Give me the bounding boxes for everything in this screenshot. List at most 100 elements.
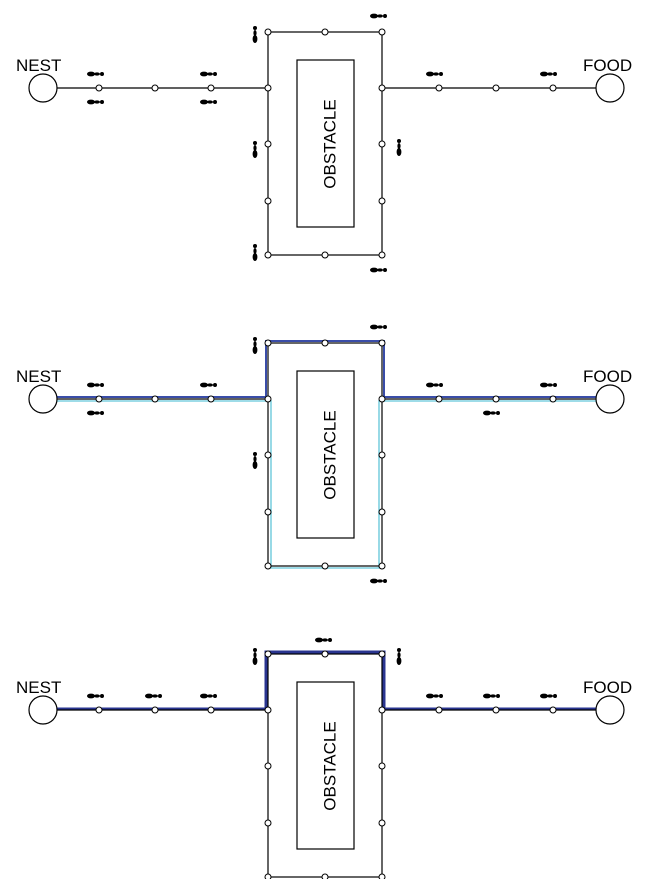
- path-node: [208, 396, 214, 402]
- obstacle-label: OBSTACLE: [320, 410, 339, 499]
- obstacle-label: OBSTACLE: [320, 99, 339, 188]
- path-node: [322, 252, 328, 258]
- path-node: [322, 874, 328, 879]
- ant-icon: [87, 377, 107, 393]
- nest-label: NEST: [16, 678, 61, 697]
- ant-icon: [87, 405, 107, 421]
- path-node: [265, 563, 271, 569]
- path-node: [379, 340, 385, 346]
- ant-icon: [370, 8, 390, 24]
- path-node: [379, 141, 385, 147]
- path-node: [208, 707, 214, 713]
- ant-icon: [200, 688, 220, 704]
- path-node: [265, 198, 271, 204]
- path-node: [265, 85, 271, 91]
- ant-icon: [87, 66, 107, 82]
- path-node: [379, 85, 385, 91]
- path-node: [550, 396, 556, 402]
- path-node: [265, 651, 271, 657]
- ant-icon: [540, 377, 560, 393]
- food-label: FOOD: [583, 367, 632, 386]
- nest-node: [29, 696, 57, 724]
- path-node: [493, 85, 499, 91]
- path-node: [322, 340, 328, 346]
- food-node: [596, 74, 624, 102]
- food-label: FOOD: [583, 678, 632, 697]
- path-node: [265, 141, 271, 147]
- path-node: [96, 707, 102, 713]
- ant-icon: [200, 94, 220, 110]
- path-node: [436, 707, 442, 713]
- path-node: [322, 651, 328, 657]
- ant-icon: [247, 449, 263, 469]
- ant-icon: [247, 241, 263, 261]
- path-node: [265, 874, 271, 879]
- ant-icon: [87, 94, 107, 110]
- ant-icon: [247, 645, 263, 665]
- path-node: [265, 509, 271, 515]
- path-node: [265, 763, 271, 769]
- panel-converged: OBSTACLE NEST FOOD: [16, 632, 632, 879]
- food-node: [596, 385, 624, 413]
- path-node: [379, 707, 385, 713]
- nest-node: [29, 74, 57, 102]
- ant-icon: [540, 66, 560, 82]
- path-node: [265, 820, 271, 826]
- path-node: [265, 340, 271, 346]
- ant-icon: [426, 66, 446, 82]
- ant-icon: [391, 136, 407, 156]
- ant-icon: [370, 573, 390, 589]
- path-node: [379, 198, 385, 204]
- path-node: [493, 396, 499, 402]
- nest-node: [29, 385, 57, 413]
- path-node: [379, 452, 385, 458]
- path-node: [436, 85, 442, 91]
- path-node: [152, 396, 158, 402]
- panel-intermediate: OBSTACLE NEST FOOD: [16, 319, 632, 589]
- ant-icon: [540, 688, 560, 704]
- ant-icon: [315, 632, 335, 648]
- path-node: [379, 820, 385, 826]
- ant-icon: [426, 377, 446, 393]
- ant-icon: [483, 688, 503, 704]
- ant-icon: [391, 645, 407, 665]
- path-node: [265, 452, 271, 458]
- path-node: [379, 396, 385, 402]
- path-node: [322, 29, 328, 35]
- ant-icon: [483, 405, 503, 421]
- obstacle-label: OBSTACLE: [320, 721, 339, 810]
- path-node: [265, 252, 271, 258]
- path-node: [152, 85, 158, 91]
- ant-icon: [370, 262, 390, 278]
- ant-icon: [200, 66, 220, 82]
- path-node: [265, 707, 271, 713]
- ant-icon: [247, 334, 263, 354]
- ant-icon: [247, 138, 263, 158]
- path-node: [379, 651, 385, 657]
- path-node: [152, 707, 158, 713]
- ant-icon: [426, 688, 446, 704]
- food-node: [596, 696, 624, 724]
- path-node: [550, 707, 556, 713]
- ant-icon: [200, 377, 220, 393]
- nest-label: NEST: [16, 56, 61, 75]
- path-node: [379, 763, 385, 769]
- path-node: [493, 707, 499, 713]
- path-node: [550, 85, 556, 91]
- path-node: [379, 874, 385, 879]
- ant-icon: [247, 23, 263, 43]
- path-node: [379, 509, 385, 515]
- path-node: [379, 29, 385, 35]
- path-node: [265, 396, 271, 402]
- path-node: [265, 29, 271, 35]
- ant-icon: [145, 688, 165, 704]
- path-node: [96, 396, 102, 402]
- ant-icon: [370, 319, 390, 335]
- path-node: [379, 252, 385, 258]
- path-node: [208, 85, 214, 91]
- nest-label: NEST: [16, 367, 61, 386]
- path-node: [96, 85, 102, 91]
- path-node: [436, 396, 442, 402]
